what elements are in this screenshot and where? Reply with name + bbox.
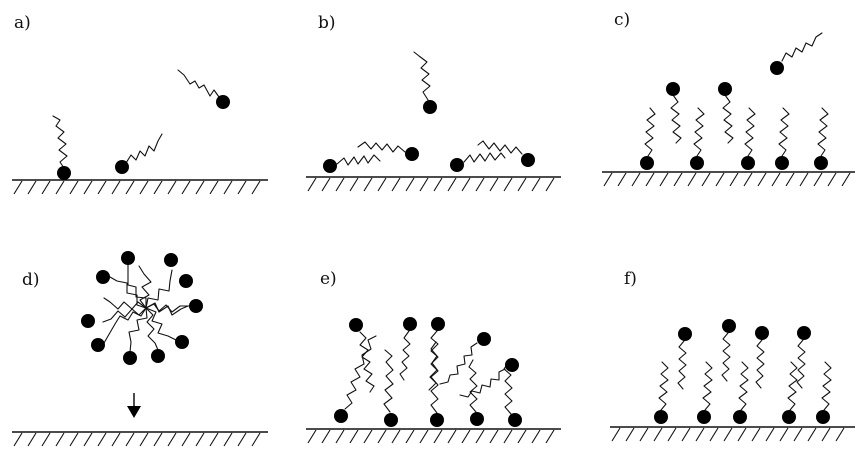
substrate-d bbox=[12, 431, 268, 447]
surfactant-molecule bbox=[334, 335, 377, 423]
surfactant-molecule bbox=[814, 107, 829, 170]
surfactant-molecule bbox=[640, 107, 656, 170]
surfactant-molecule bbox=[770, 32, 823, 75]
substrate-f bbox=[610, 426, 855, 442]
substrate-b bbox=[306, 176, 561, 192]
surfactant-molecule bbox=[450, 152, 506, 172]
surfactant-molecule bbox=[654, 361, 669, 424]
surfactant-molecule bbox=[755, 326, 769, 389]
surfactant-molecule bbox=[733, 361, 749, 424]
panel-label-e: e) bbox=[320, 269, 337, 289]
panel-label-b: b) bbox=[318, 13, 336, 33]
substrate-a bbox=[12, 179, 268, 195]
surfactant-molecule bbox=[677, 327, 692, 390]
panel-label-d: d) bbox=[22, 270, 40, 290]
surfactant-molecule bbox=[718, 82, 734, 144]
surfactant-molecule bbox=[357, 141, 419, 161]
micelle bbox=[81, 251, 203, 365]
surfactant-molecule bbox=[349, 318, 375, 393]
surfactant-molecule bbox=[721, 319, 736, 382]
surfactant-molecule bbox=[439, 332, 491, 385]
surfactant-molecule bbox=[690, 107, 705, 170]
surfactant-molecule bbox=[697, 361, 713, 424]
surfactant-molecule bbox=[775, 107, 790, 170]
surfactant-molecule bbox=[383, 349, 398, 427]
surfactant-molecule bbox=[503, 362, 522, 427]
surfactant-molecule bbox=[428, 317, 445, 391]
panel-e: e) bbox=[306, 269, 561, 444]
surfactant-molecule bbox=[177, 69, 230, 109]
substrate-c bbox=[602, 171, 855, 187]
panel-label-a: a) bbox=[14, 13, 31, 33]
panel-f: f) bbox=[610, 269, 855, 442]
panel-label-c: c) bbox=[614, 10, 630, 30]
panel-d: d) bbox=[12, 251, 268, 447]
surfactant-molecule bbox=[468, 359, 484, 426]
surfactant-molecule bbox=[459, 358, 519, 398]
surfactant-molecule bbox=[413, 51, 437, 114]
surfactant-molecule bbox=[115, 133, 163, 174]
surfactant-molecule bbox=[399, 317, 417, 381]
surfactant-molecule bbox=[816, 361, 832, 424]
surfactant-molecule bbox=[796, 326, 811, 389]
surfactant-molecule bbox=[323, 154, 381, 173]
panel-c: c) bbox=[602, 10, 855, 187]
surfactant-molecule bbox=[430, 341, 444, 427]
panel-a: a) bbox=[12, 13, 268, 195]
micelle-heads bbox=[81, 251, 203, 365]
panel-label-f: f) bbox=[624, 269, 637, 289]
surfactant-molecule bbox=[741, 107, 756, 170]
down-arrow-icon bbox=[127, 393, 141, 418]
panel-b: b) bbox=[306, 13, 561, 192]
surfactant-molecule bbox=[52, 115, 71, 180]
surfactant-molecule bbox=[782, 361, 798, 424]
micelle-tails bbox=[102, 264, 191, 353]
substrate-e bbox=[306, 428, 561, 444]
surfactant-molecule bbox=[666, 82, 682, 144]
surfactant-molecule bbox=[477, 140, 535, 167]
